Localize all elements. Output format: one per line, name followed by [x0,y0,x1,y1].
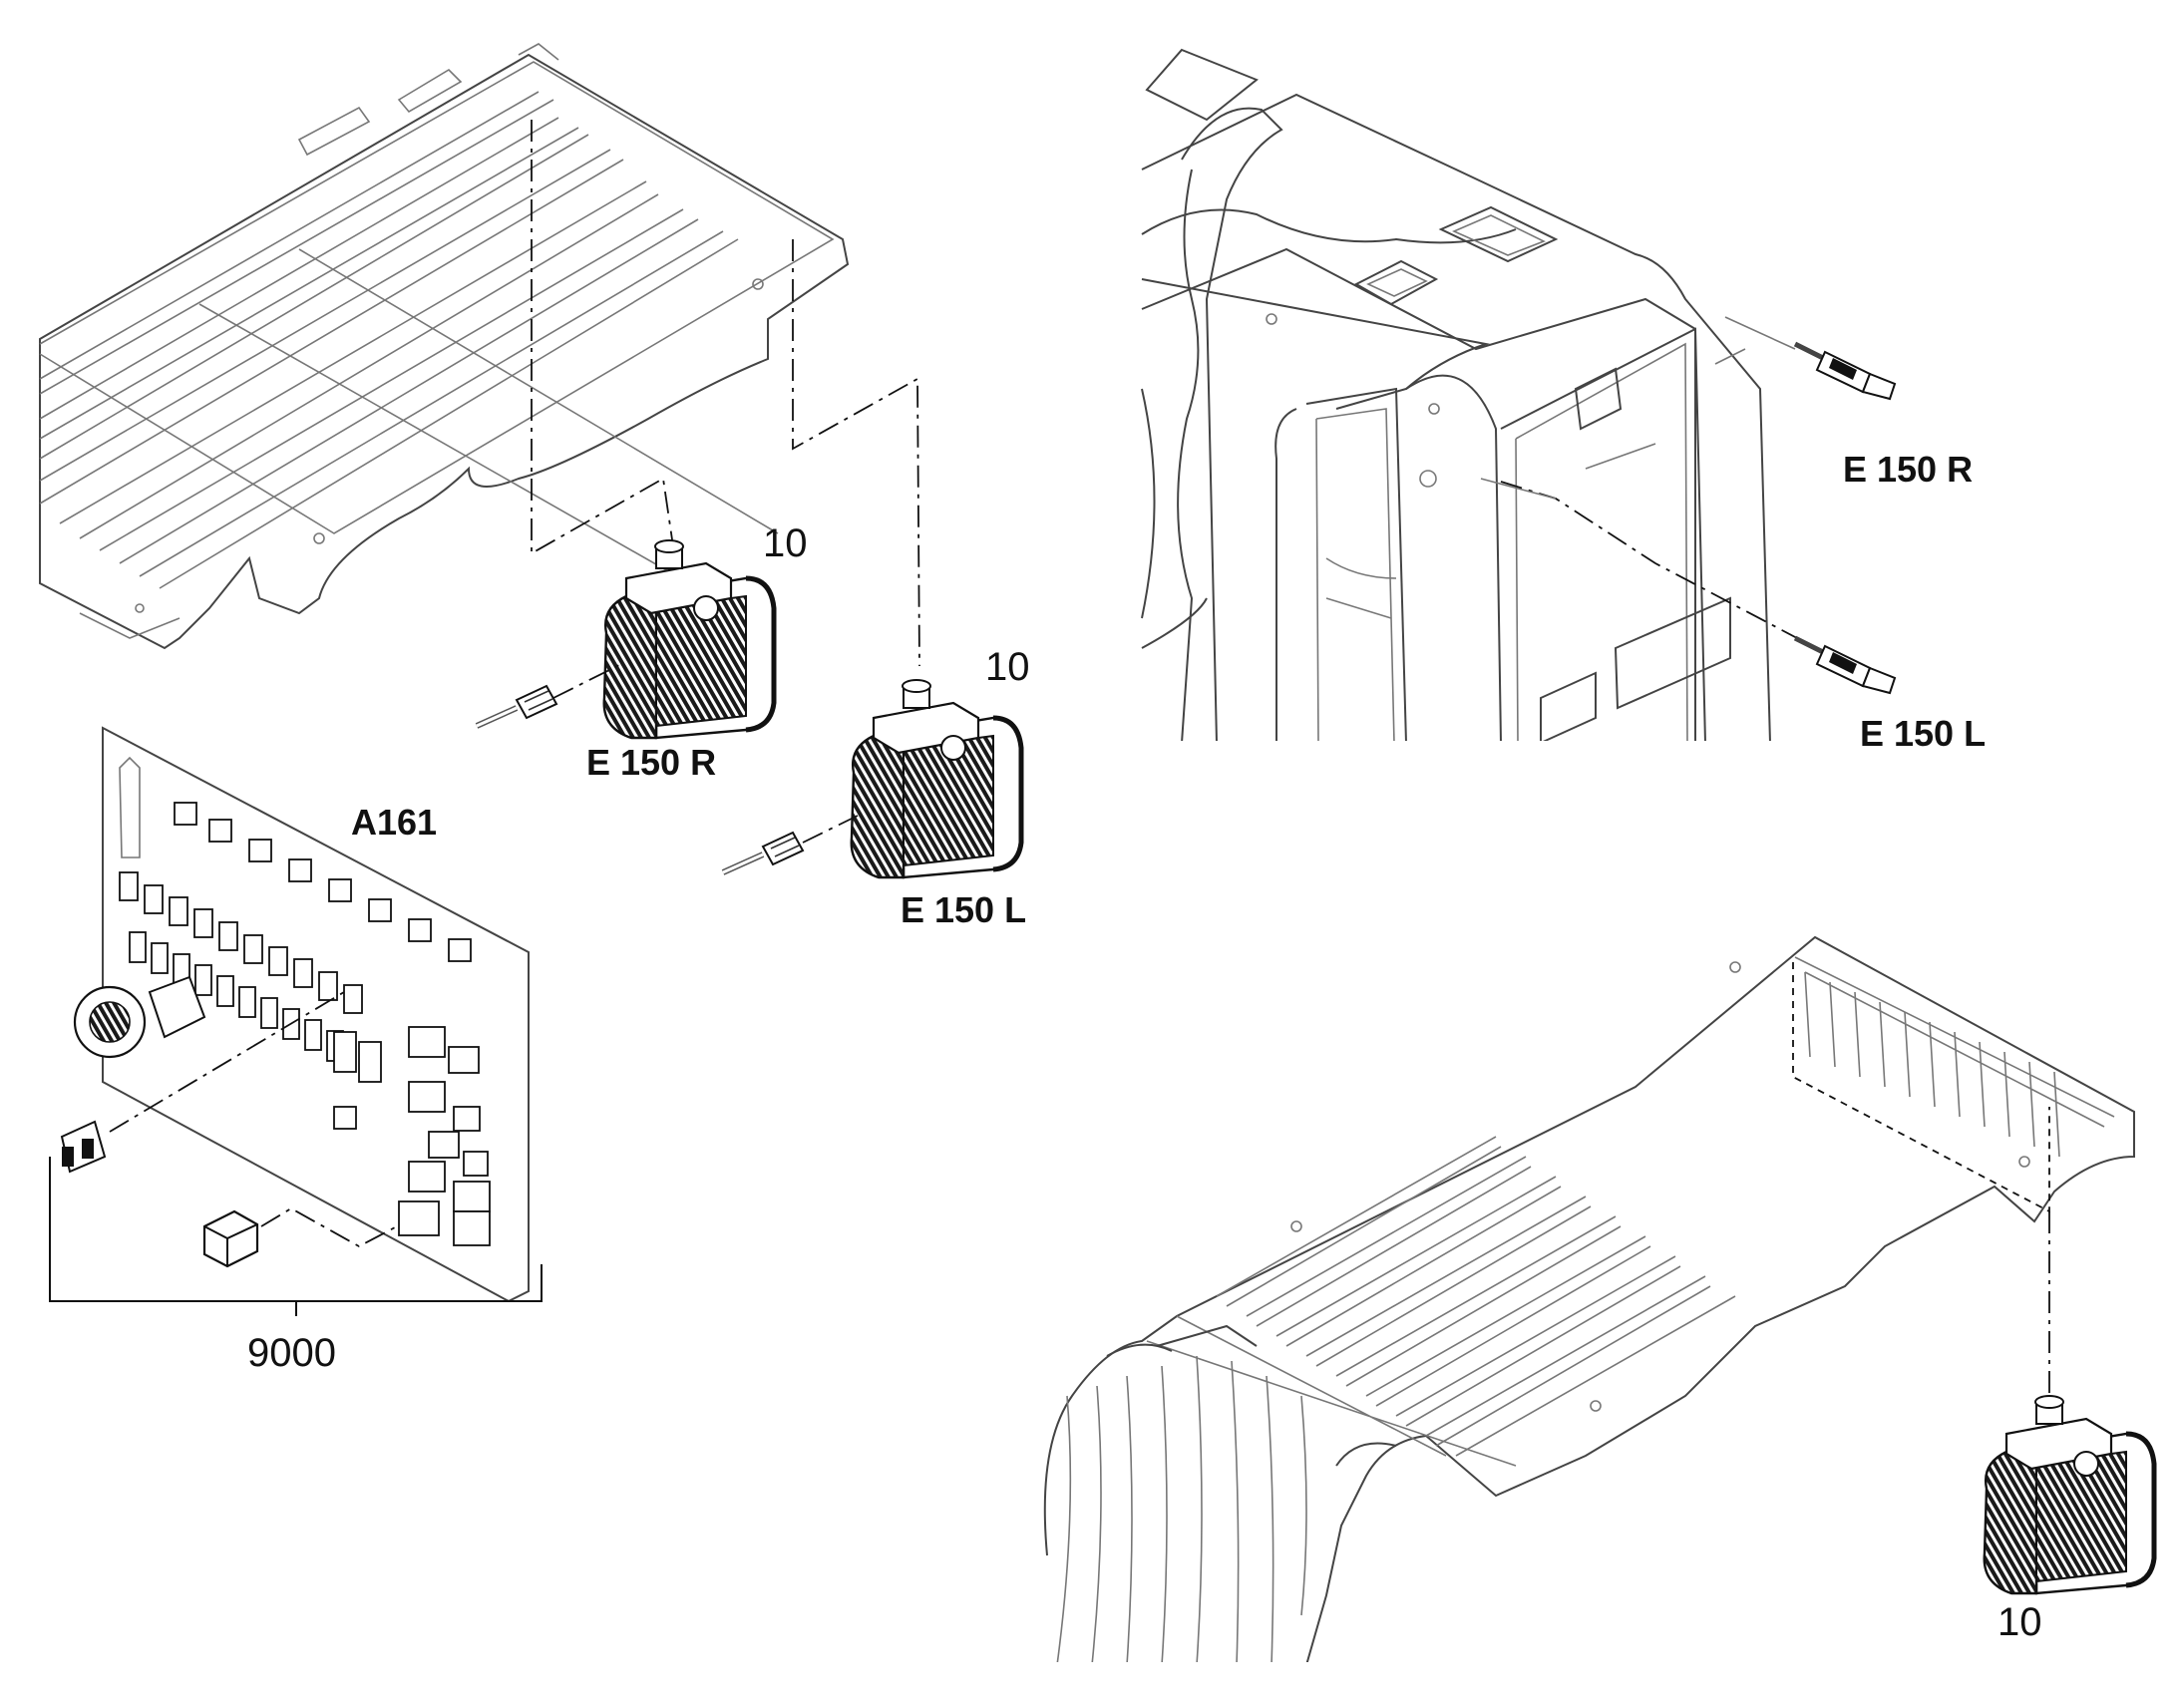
connector-cab-left [1793,635,1897,695]
leader-front-right [531,120,674,555]
relay-board [73,726,530,1303]
connector-front-left [723,833,803,872]
connector-front-right [477,686,556,726]
cab [1141,48,1771,745]
label-lamp-cab-left: E 150 L [1860,713,1986,754]
work-lamp-front-right [604,540,774,738]
leader-front-left [792,239,920,667]
item-number-front-right: 10 [763,521,808,565]
label-kit: 9000 [247,1331,336,1375]
roof-frame-rear [1043,935,2135,1666]
fuse [60,1120,107,1174]
label-lamp-cab-right: E 150 R [1843,449,1973,490]
work-lamp-front-left [852,680,1021,877]
roof-frame-front [39,43,850,650]
kit-bracket [49,1157,543,1316]
label-lamp-front-right: E 150 R [586,742,716,783]
item-number-rear: 10 [1998,1600,2042,1644]
work-lamp-rear [1985,1396,2154,1593]
item-number-front-left: 10 [985,645,1030,689]
label-board: A161 [351,802,437,843]
leader-rear-hidden [1792,962,2050,1213]
relay [202,1209,259,1268]
connector-cab-right [1793,341,1897,401]
label-lamp-front-left: E 150 L [901,889,1026,930]
